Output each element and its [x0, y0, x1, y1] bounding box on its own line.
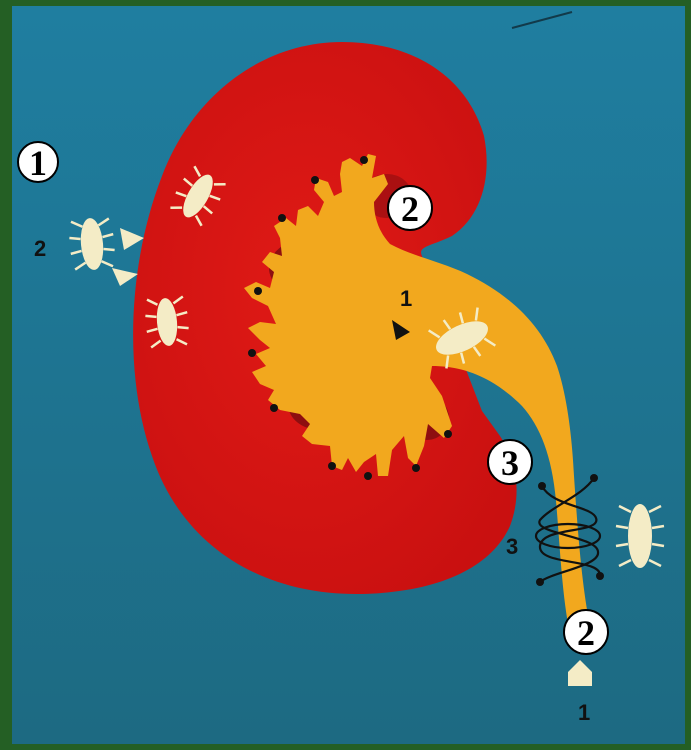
marker-2-text: 2	[401, 189, 419, 229]
label-3-ureter: 3	[506, 534, 518, 559]
label-1-pelvis: 1	[400, 286, 412, 311]
marker-1-top-left: 1	[18, 142, 58, 183]
label-2-left: 2	[34, 236, 46, 261]
marker-3-text: 3	[501, 443, 519, 483]
marker-2-kidney: 2	[388, 186, 432, 230]
kidney-diagram: 2 1 3 1 1 2 3 2	[12, 6, 685, 744]
label-1-bottom: 1	[578, 700, 590, 725]
marker-3-ureter: 3	[488, 440, 532, 484]
marker-1-text: 1	[29, 143, 47, 183]
marker-2-bottom-text: 2	[577, 613, 595, 653]
diagram-board: 2 1 3 1 1 2 3 2	[12, 6, 685, 744]
marker-2-bottom: 2	[564, 610, 608, 654]
